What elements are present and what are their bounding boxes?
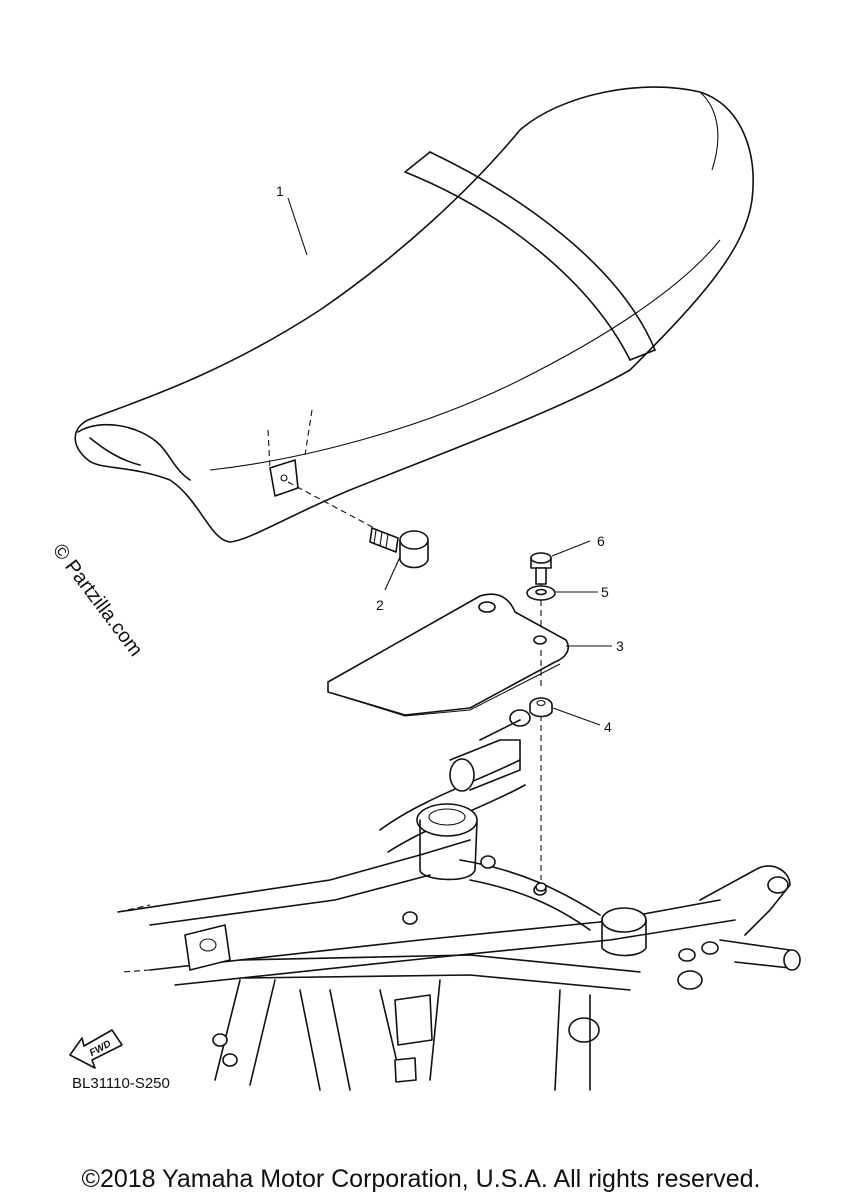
- callout-1: 1: [276, 183, 284, 199]
- diagram-code: BL31110-S250: [72, 1075, 170, 1092]
- partzilla-watermark: © Partzilla.com: [48, 540, 147, 661]
- seat-part: [74, 86, 754, 543]
- plate-part: [327, 593, 570, 717]
- frame-drawing: [117, 709, 801, 1091]
- fastener-stack: [526, 552, 556, 892]
- leader-lines: [287, 197, 612, 726]
- callout-2: 2: [376, 597, 384, 613]
- fwd-arrow-icon: FWD: [69, 1029, 123, 1069]
- callout-3: 3: [616, 638, 624, 654]
- bolt-part: [287, 481, 429, 569]
- callout-6: 6: [597, 533, 605, 549]
- callout-5: 5: [601, 584, 609, 600]
- callout-4: 4: [604, 719, 612, 735]
- copyright-text: ©2018 Yamaha Motor Corporation, U.S.A. A…: [82, 1165, 761, 1193]
